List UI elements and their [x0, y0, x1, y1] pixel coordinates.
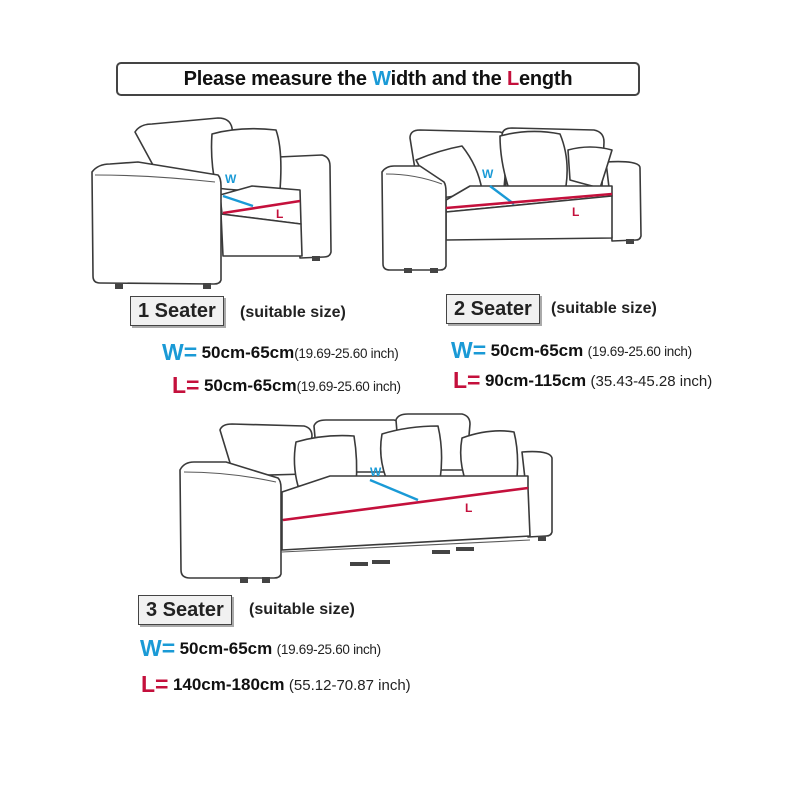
- three-seater-leg: [456, 547, 474, 551]
- one-seater-width-spec: W= 50cm-65cm(19.69-25.60 inch): [162, 339, 399, 366]
- two-seater-left-arm: [381, 165, 447, 271]
- banner-text-3: ength: [518, 68, 573, 90]
- two-seater-width-spec: W= 50cm-65cm (19.69-25.60 inch): [451, 337, 692, 364]
- two-seater-leg: [626, 239, 634, 244]
- one-seater-l-inch: (19.69-25.60 inch): [296, 379, 401, 394]
- banner-text-2: idth and the: [390, 68, 507, 90]
- three-seater-w-value: 50cm-65cm: [179, 639, 273, 658]
- two-seater-l-prefix: L=: [453, 367, 481, 393]
- three-seater-length-line: [282, 486, 529, 522]
- two-seater-length-spec: L= 90cm-115cm (35.43-45.28 inch): [453, 367, 712, 394]
- one-seater-suitable: (suitable size): [240, 304, 346, 321]
- one-seater-l-value: 50cm-65cm: [203, 376, 297, 395]
- two-seater-l-value: 90cm-115cm: [484, 371, 587, 390]
- one-seater-leg: [312, 256, 320, 261]
- three-seater-width-spec: W= 50cm-65cm (19.69-25.60 inch): [140, 635, 381, 662]
- two-seater-w-inch: (19.69-25.60 inch): [587, 344, 692, 359]
- one-seater-leg: [203, 283, 211, 289]
- one-seater-pillow: [210, 127, 282, 192]
- two-seater-suitable: (suitable size): [551, 300, 657, 317]
- one-seater-illustration: W L: [91, 117, 332, 289]
- three-seater-w-prefix: W=: [140, 635, 176, 661]
- three-seater-length-spec: L= 140cm-180cm (55.12-70.87 inch): [141, 671, 411, 698]
- two-seater-illustration: W L: [381, 127, 642, 273]
- two-seater-w-prefix: W=: [451, 337, 487, 363]
- three-seater-w-inch: (19.69-25.60 inch): [276, 642, 381, 657]
- three-seater-suitable: (suitable size): [249, 601, 355, 618]
- three-seater-leg: [262, 577, 270, 583]
- three-seater-l-inch: (55.12-70.87 inch): [288, 677, 411, 694]
- banner-text-1: Please measure the: [183, 68, 373, 90]
- two-seater-pillow-right: [567, 146, 613, 189]
- one-seater-label: 1 Seater: [130, 296, 224, 326]
- three-seater-leg: [350, 562, 368, 566]
- one-seater-l-marker: L: [276, 207, 283, 221]
- two-seater-leg: [404, 268, 412, 273]
- two-seater-right-arm: [605, 160, 642, 242]
- three-seater-width-line: [369, 478, 419, 502]
- two-seater-w-marker: W: [482, 167, 494, 181]
- three-seater-seat-top: [281, 475, 529, 521]
- three-seater-l-prefix: L=: [141, 671, 169, 697]
- one-seater-w-prefix: W=: [162, 339, 198, 365]
- one-seater-base: [220, 213, 303, 257]
- three-seater-l-value: 140cm-180cm: [172, 675, 285, 694]
- one-seater-w-marker: W: [225, 172, 237, 186]
- one-seater-right-arm: [277, 154, 332, 259]
- one-seater-leg: [115, 283, 123, 289]
- one-seater-left-arm: [91, 161, 222, 285]
- three-seater-illustration: W L: [179, 413, 553, 583]
- two-seater-pillow-mid: [499, 130, 568, 189]
- three-seater-leg: [372, 560, 390, 564]
- two-seater-label: 2 Seater: [446, 294, 540, 324]
- one-seater-width-line: [222, 194, 254, 208]
- one-seater-l-prefix: L=: [172, 372, 200, 398]
- two-seater-leg: [430, 268, 438, 273]
- two-seater-w-value: 50cm-65cm: [490, 341, 584, 360]
- banner-w-letter: W: [372, 68, 391, 90]
- three-seater-back-cushion-1: [219, 423, 313, 477]
- three-seater-leg: [240, 577, 248, 583]
- three-seater-pillow-2: [379, 425, 443, 482]
- instruction-banner: Please measure the Width and the Length: [116, 62, 640, 96]
- one-seater-length-line: [222, 199, 301, 215]
- three-seater-left-arm: [179, 461, 282, 579]
- two-seater-length-line: [445, 192, 613, 210]
- two-seater-l-inch: (35.43-45.28 inch): [590, 373, 713, 390]
- three-seater-leg: [538, 536, 546, 541]
- three-seater-leg: [432, 550, 450, 554]
- three-seater-l-marker: L: [465, 501, 472, 515]
- one-seater-length-spec: L= 50cm-65cm(19.69-25.60 inch): [172, 372, 401, 399]
- three-seater-w-marker: W: [370, 465, 382, 479]
- banner-l-letter: L: [506, 68, 519, 90]
- two-seater-l-marker: L: [572, 205, 579, 219]
- two-seater-width-line: [489, 185, 515, 205]
- one-seater-w-inch: (19.69-25.60 inch): [294, 346, 399, 361]
- three-seater-label: 3 Seater: [138, 595, 232, 625]
- one-seater-w-value: 50cm-65cm: [201, 343, 295, 362]
